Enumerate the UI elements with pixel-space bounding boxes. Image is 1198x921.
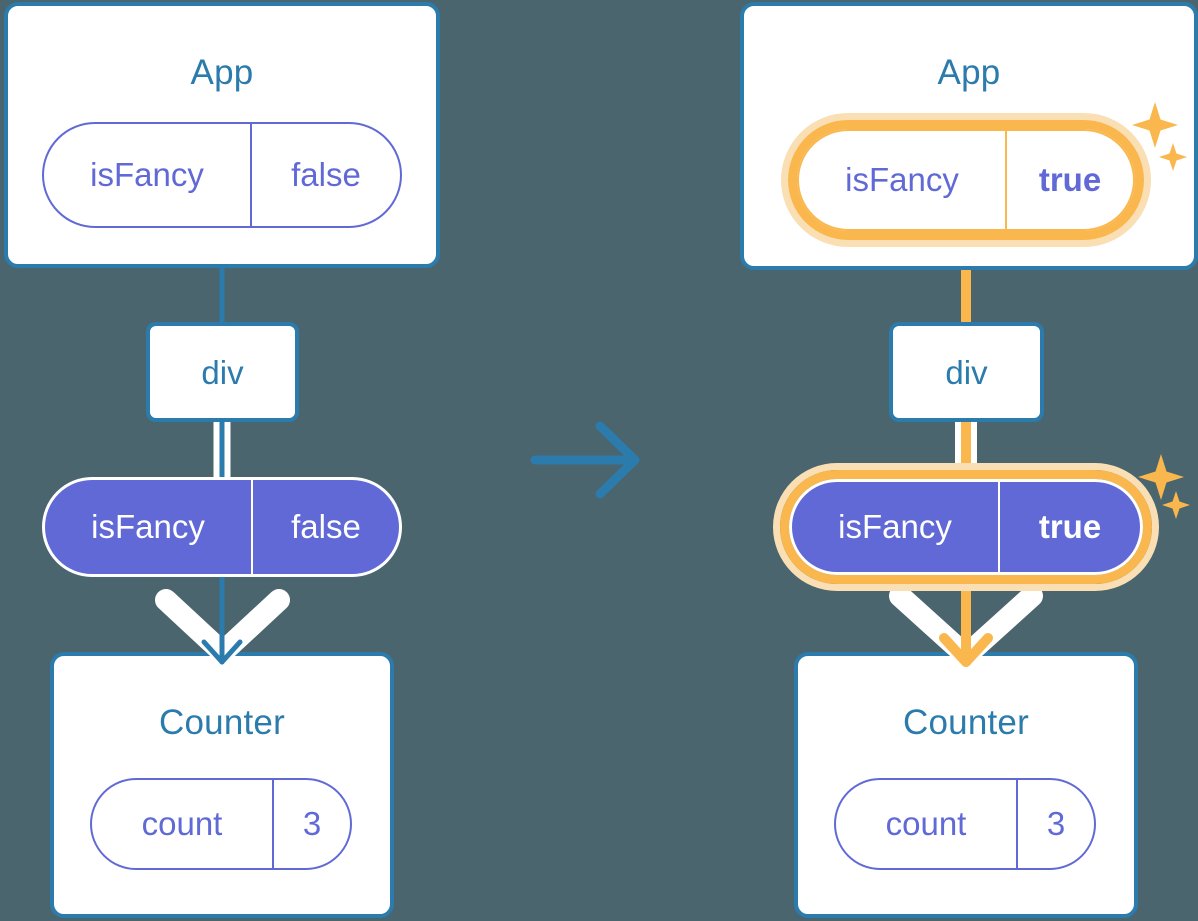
pill-key: isFancy [845, 161, 959, 198]
highlight-ring-app-pill-right [788, 120, 1144, 240]
app-title-left: App [190, 53, 254, 92]
fan-arrow-left-white [155, 589, 290, 663]
sparkle-large-top-right [1132, 102, 1178, 148]
props-pill-right[interactable]: isFancy true [789, 479, 1143, 575]
div-box-right [889, 322, 1044, 422]
highlight-ring-props-pill-right [780, 470, 1152, 584]
counter-title-right: Counter [903, 703, 1029, 742]
state-pill-app-left[interactable]: isFancy false [42, 122, 402, 228]
sparkle-small-mid-right [1162, 491, 1190, 519]
pill-value: 3 [272, 780, 350, 868]
div-box-left [146, 322, 299, 422]
props-pill-left[interactable]: isFancy false [42, 477, 402, 577]
sparkle-large-mid-right [1138, 454, 1184, 500]
pill-key: count [885, 805, 967, 842]
pill-key: isFancy [838, 508, 952, 545]
pill-value: true [998, 482, 1140, 572]
pill-value: false [250, 124, 400, 226]
pill-key: isFancy [90, 156, 204, 193]
div-label-right: div [945, 354, 988, 391]
pill-key: isFancy [91, 508, 205, 545]
div-label-left: div [201, 354, 244, 391]
pill-key: count [141, 805, 223, 842]
state-pill-app-right[interactable]: isFancy true [797, 129, 1135, 231]
transition-arrow-icon [530, 421, 640, 499]
app-title-right: App [937, 53, 1001, 92]
state-pill-counter-right[interactable]: count 3 [834, 778, 1096, 870]
state-pill-counter-left[interactable]: count 3 [90, 778, 352, 870]
sparkle-small-top-right [1159, 143, 1187, 171]
pill-value: false [251, 480, 399, 574]
pill-value: 3 [1016, 780, 1094, 868]
pill-value: true [1005, 131, 1133, 229]
counter-title-left: Counter [159, 703, 285, 742]
